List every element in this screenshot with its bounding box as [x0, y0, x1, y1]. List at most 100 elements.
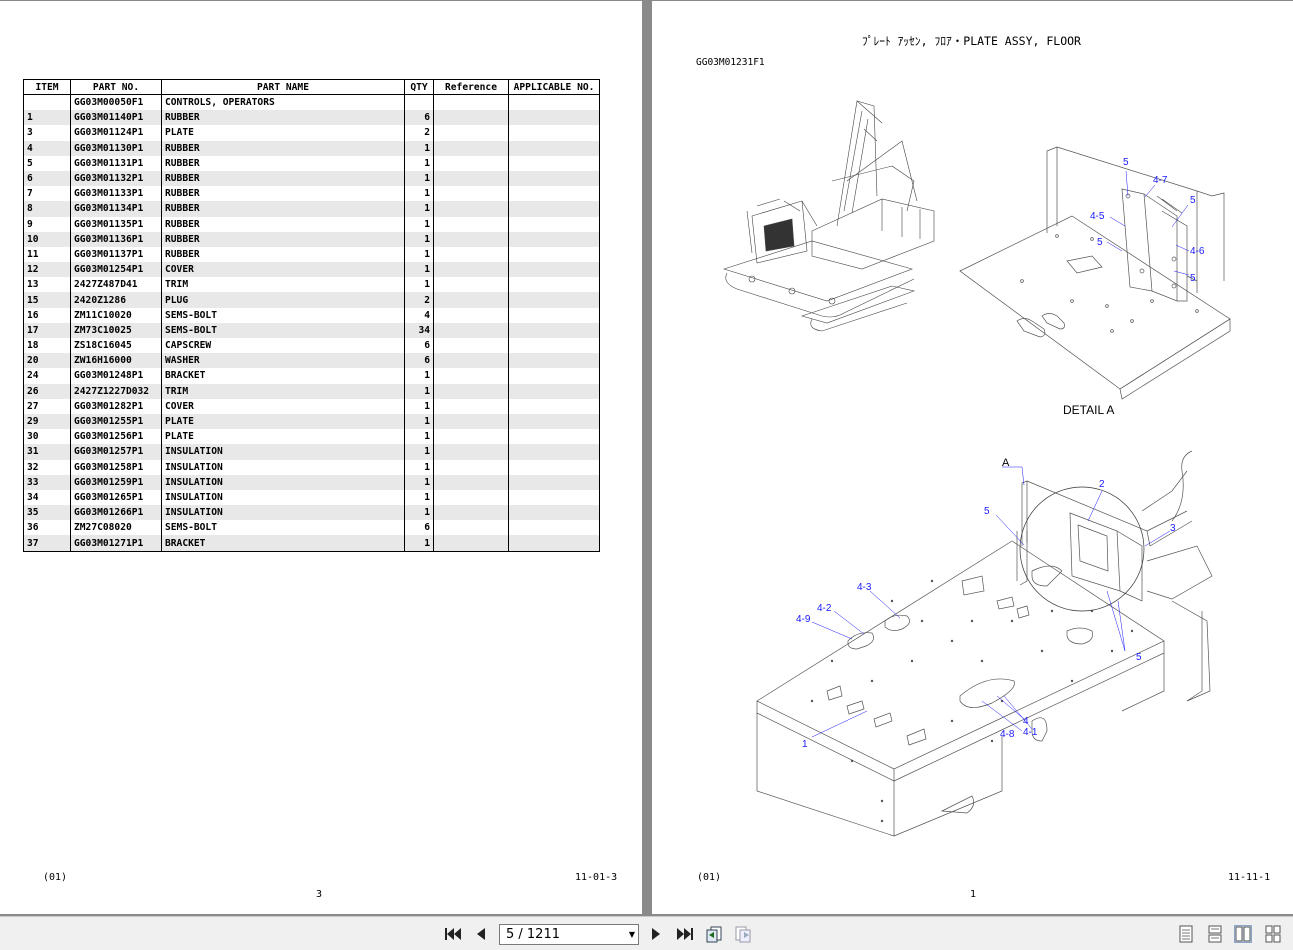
col-qty: QTY [404, 79, 434, 95]
cell-applicable-no [508, 292, 600, 308]
cell-qty: 2 [404, 125, 434, 141]
previous-page-icon [477, 928, 485, 940]
callout-label: 4-7 [1153, 175, 1168, 186]
cell-part-no: GG03M01254P1 [70, 262, 162, 278]
cell-reference [433, 125, 509, 141]
cell-applicable-no [508, 201, 600, 217]
cell-item: 27 [23, 398, 71, 414]
cell-reference [433, 353, 509, 369]
cell-applicable-no [508, 322, 600, 338]
cell-reference [433, 474, 509, 490]
continuous-facing-view-button[interactable] [1264, 925, 1282, 943]
cell-item: 20 [23, 353, 71, 369]
go-back-view-button[interactable] [704, 924, 726, 944]
cell-part-name: INSULATION [161, 474, 405, 490]
cell-item: 35 [23, 505, 71, 521]
previous-page-button[interactable] [470, 924, 492, 944]
next-page-icon [652, 928, 660, 940]
cell-reference [433, 489, 509, 506]
cell-part-no: ZM73C10025 [70, 322, 162, 338]
cell-applicable-no [508, 520, 600, 536]
cell-part-name: INSULATION [161, 489, 405, 506]
document-viewer[interactable]: ITEM PART NO. PART NAME QTY Reference AP… [0, 0, 1293, 916]
cell-applicable-no [508, 398, 600, 414]
cell-part-no: GG03M01259P1 [70, 474, 162, 490]
continuous-view-button[interactable] [1206, 925, 1224, 943]
cell-part-no: ZW16H16000 [70, 353, 162, 369]
page-left: ITEM PART NO. PART NAME QTY Reference AP… [0, 1, 642, 914]
cell-part-name: SEMS-BOLT [161, 307, 405, 323]
callout-label: 4 [1023, 716, 1029, 727]
cell-part-no: GG03M01135P1 [70, 216, 162, 232]
cell-qty: 4 [404, 307, 434, 323]
cell-reference [433, 216, 509, 232]
cell-qty: 6 [404, 338, 434, 354]
cell-qty: 2 [404, 292, 434, 308]
facing-view-button[interactable] [1234, 925, 1252, 943]
parts-table: ITEM PART NO. PART NAME QTY Reference AP… [23, 79, 600, 552]
cell-item: 24 [23, 368, 71, 384]
cell-part-name: INSULATION [161, 459, 405, 475]
cell-item: 32 [23, 459, 71, 475]
footer-rev: (01) [697, 872, 722, 883]
single-page-view-button[interactable] [1177, 925, 1195, 943]
cell-qty: 1 [404, 277, 434, 293]
cell-part-no: 2420Z1286 [70, 292, 162, 308]
detail-a-leaders [1106, 170, 1190, 276]
cell-qty: 6 [404, 520, 434, 536]
cell-qty: 1 [404, 140, 434, 156]
chevron-down-icon[interactable]: ▼ [628, 930, 635, 939]
cell-item: 15 [23, 292, 71, 308]
cell-applicable-no [508, 170, 600, 187]
cell-item [23, 94, 71, 111]
footer-section: 11-01-3 [575, 872, 618, 883]
page-number-field[interactable]: 5 / 1211 ▼ [499, 924, 639, 945]
cell-part-name: INSULATION [161, 505, 405, 521]
cell-part-no: GG03M01137P1 [70, 246, 162, 263]
cell-part-no: GG03M01132P1 [70, 170, 162, 187]
cell-item: 3 [23, 125, 71, 141]
cell-qty: 1 [404, 383, 434, 399]
next-page-button[interactable] [645, 924, 667, 944]
cell-applicable-no [508, 368, 600, 384]
cell-part-name: SEMS-BOLT [161, 322, 405, 338]
cell-qty: 1 [404, 155, 434, 171]
cell-applicable-no [508, 262, 600, 278]
cell-part-name: RUBBER [161, 170, 405, 187]
cell-qty: 1 [404, 216, 434, 232]
cell-part-no: 2427Z487D41 [70, 277, 162, 293]
cell-item: 13 [23, 277, 71, 293]
cell-item: 7 [23, 186, 71, 202]
cell-part-no: GG03M01136P1 [70, 231, 162, 247]
cell-item: 17 [23, 322, 71, 338]
main-assembly-view [756, 450, 1213, 837]
first-page-button[interactable] [443, 924, 465, 944]
go-forward-view-button[interactable] [733, 924, 755, 944]
cell-reference [433, 322, 509, 338]
last-page-button[interactable] [673, 924, 695, 944]
cell-reference [433, 429, 509, 445]
cell-applicable-no [508, 125, 600, 141]
cell-qty: 1 [404, 413, 434, 430]
continuous-page-icon [1208, 925, 1222, 943]
cell-reference [433, 444, 509, 460]
cell-applicable-no [508, 216, 600, 232]
cell-item: 5 [23, 155, 71, 171]
cell-applicable-no [508, 413, 600, 430]
cell-applicable-no [508, 459, 600, 475]
